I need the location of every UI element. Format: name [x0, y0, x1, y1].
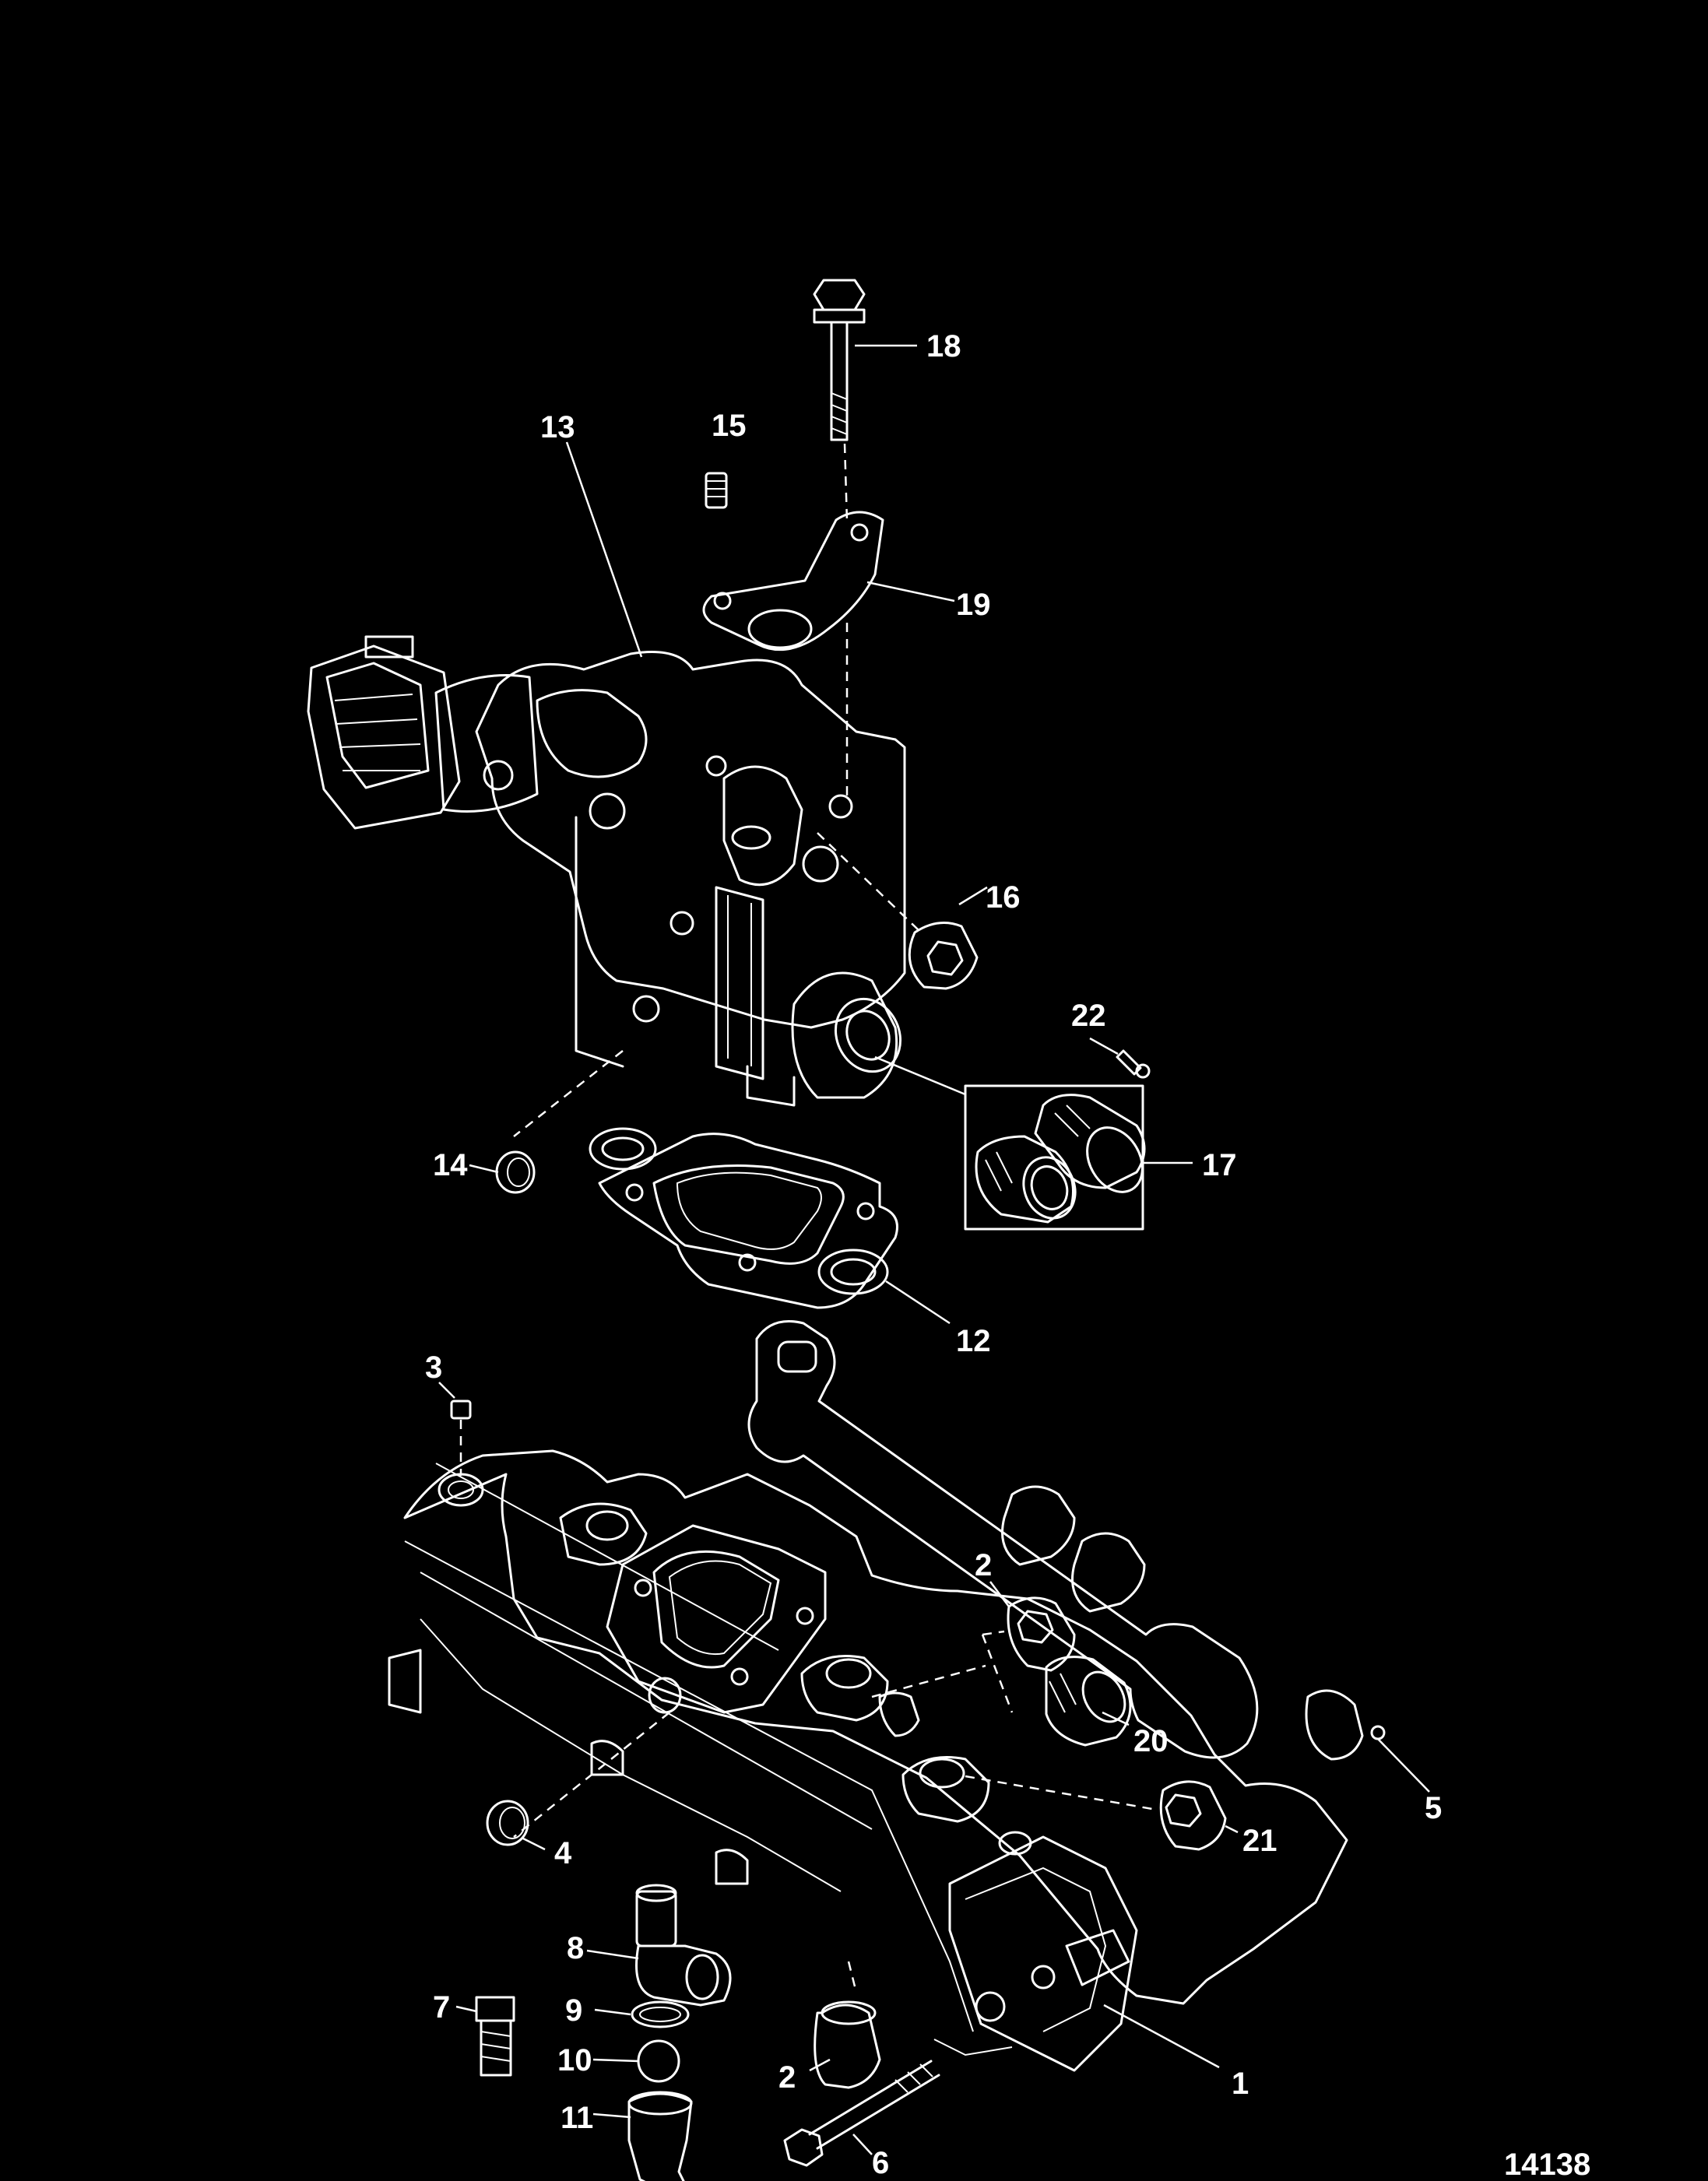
callout-9: 9 — [565, 1993, 582, 2028]
plug-21 — [1159, 1780, 1227, 1851]
housing-11 — [627, 2091, 693, 2181]
callout-7: 7 — [433, 1990, 450, 2025]
callout-3: 3 — [425, 1350, 442, 1385]
callout-6: 6 — [872, 2146, 889, 2180]
ball-10 — [637, 2039, 680, 2083]
callout-1: 1 — [1232, 2067, 1249, 2101]
bolt-6 — [783, 2060, 940, 2167]
bracket-lines-2-20 — [981, 1630, 1014, 1713]
fitting-7 — [475, 1996, 515, 2077]
manifold-gasket-5 — [747, 1320, 1386, 1761]
callout-15: 15 — [712, 409, 747, 443]
callout-13: 13 — [540, 410, 575, 444]
callout-11: 11 — [561, 2101, 593, 2135]
fitting-22 — [1116, 1049, 1151, 1079]
exhaust-manifold-1 — [388, 1449, 1348, 2072]
callout-5: 5 — [1425, 1791, 1442, 1825]
plug-2-lower — [814, 2000, 881, 2089]
leader-lines — [438, 344, 1430, 2155]
plug-3 — [450, 1400, 472, 1476]
callout-labels: 18 13 15 19 16 22 17 14 12 3 2 20 5 21 4… — [425, 329, 1590, 2181]
gasket-12 — [589, 1127, 898, 1309]
callout-8: 8 — [567, 1931, 584, 1965]
bolt-18 — [813, 279, 866, 522]
callout-4: 4 — [554, 1836, 572, 1870]
plug-4 — [486, 1800, 529, 1846]
tee-fitting-8 — [635, 1884, 732, 2007]
plug-14 — [495, 1150, 536, 1194]
plug-15 — [705, 472, 728, 509]
callout-22: 22 — [1071, 999, 1106, 1033]
bracket-19 — [702, 511, 884, 651]
callout-12: 12 — [956, 1324, 991, 1358]
exhaust-elbow-13 — [307, 623, 919, 1137]
figure-number: 14138 — [1504, 2148, 1590, 2181]
o-ring-9 — [631, 2000, 690, 2028]
callout-10: 10 — [557, 2043, 592, 2077]
fitting-20 — [1045, 1656, 1132, 1747]
callout-18: 18 — [926, 329, 961, 364]
callout-21: 21 — [1242, 1824, 1277, 1858]
callout-14: 14 — [433, 1148, 468, 1182]
callout-2-lower: 2 — [778, 2060, 796, 2095]
callout-19: 19 — [956, 588, 991, 622]
plug-16 — [908, 922, 979, 990]
callout-2-upper: 2 — [975, 1548, 992, 1582]
callout-17: 17 — [1202, 1148, 1237, 1182]
callout-20: 20 — [1133, 1724, 1169, 1758]
callout-16: 16 — [986, 880, 1021, 915]
fitting-kit-17 — [964, 1084, 1146, 1231]
